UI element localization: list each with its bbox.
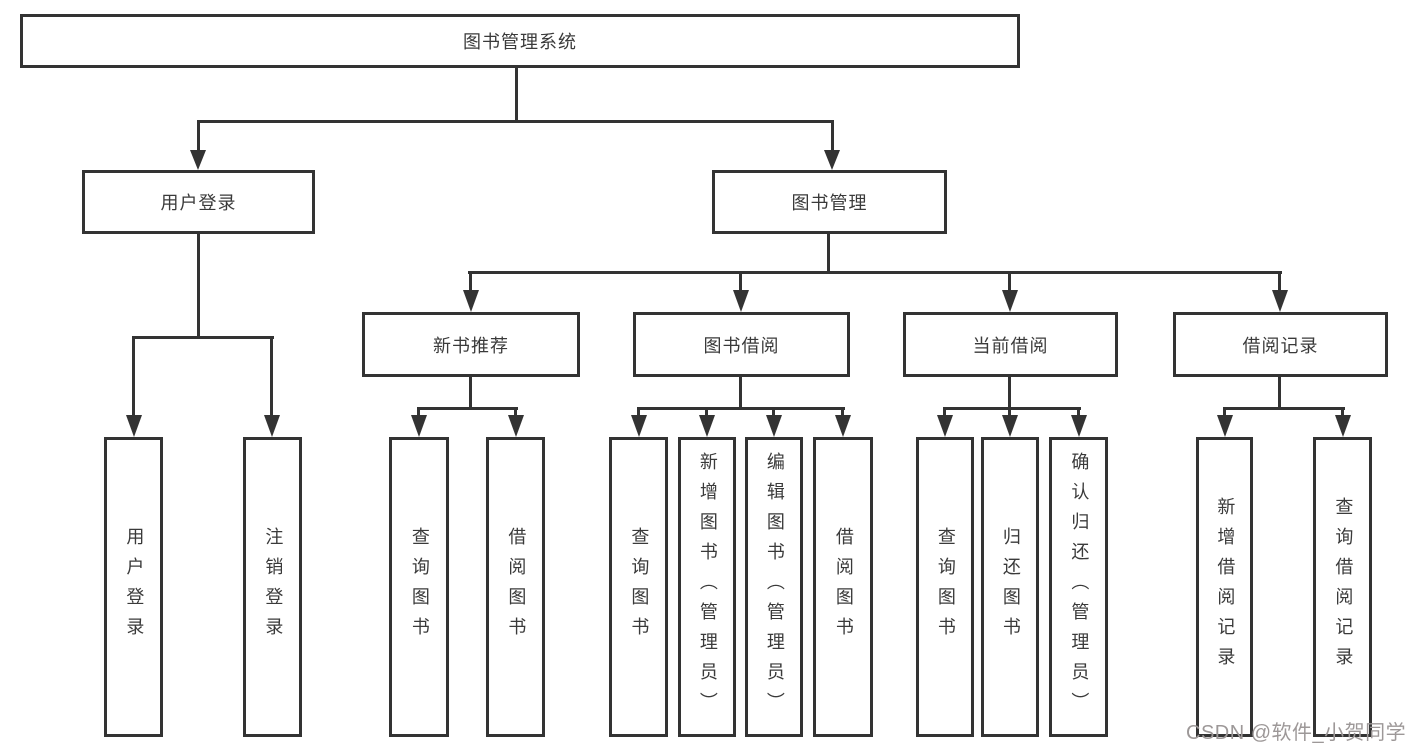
connector-stem <box>739 375 742 409</box>
connector-arrow-stem <box>943 407 946 417</box>
connector-root-stem <box>515 66 518 123</box>
arrowhead-icon <box>766 415 782 437</box>
node-book-management: 图书管理 <box>712 170 947 234</box>
leaf-edit-books-admin: 编辑图书（管理员） <box>745 437 803 737</box>
connector-arrow-stem <box>197 120 200 152</box>
connector-arrow-stem <box>132 336 135 417</box>
arrowhead-icon <box>824 150 840 170</box>
node-current-borrow-label: 当前借阅 <box>972 335 1049 356</box>
connector-stem <box>1278 375 1281 409</box>
leaf-query-books-1-label: 查询图书 <box>409 527 430 647</box>
connector-arrow-stem <box>1278 271 1281 293</box>
connector-bar <box>637 407 845 410</box>
connector-arrow-stem <box>1008 271 1011 293</box>
leaf-query-books-1: 查询图书 <box>389 437 449 737</box>
arrowhead-icon <box>835 415 851 437</box>
arrowhead-icon <box>264 415 280 437</box>
leaf-borrow-books-2: 借阅图书 <box>813 437 873 737</box>
node-book-management-label: 图书管理 <box>791 193 868 213</box>
node-user-login: 用户登录 <box>82 170 315 234</box>
watermark: CSDN @软件_小贺同学 <box>1186 722 1405 744</box>
connector-arrow-stem <box>1077 407 1080 417</box>
node-new-book-recommend: 新书推荐 <box>362 312 580 377</box>
node-new-book-recommend-label: 新书推荐 <box>433 335 509 356</box>
connector-user-login-stem <box>197 232 200 339</box>
node-book-borrow-label: 图书借阅 <box>703 335 780 356</box>
node-book-borrow: 图书借阅 <box>633 312 850 377</box>
arrowhead-icon <box>699 415 715 437</box>
connector-arrow-stem <box>841 407 844 417</box>
leaf-add-borrow-record-label: 新增借阅记录 <box>1215 497 1236 677</box>
arrowhead-icon <box>508 415 524 437</box>
arrowhead-icon <box>1002 415 1018 437</box>
leaf-user-login: 用户登录 <box>104 437 163 737</box>
leaf-confirm-return-admin: 确认归还（管理员） <box>1049 437 1108 737</box>
leaf-query-borrow-record-label: 查询借阅记录 <box>1333 497 1354 677</box>
connector-arrow-stem <box>417 407 420 417</box>
leaf-borrow-books-1-label: 借阅图书 <box>506 527 527 647</box>
leaf-query-books-3-label: 查询图书 <box>935 527 956 647</box>
leaf-add-borrow-record: 新增借阅记录 <box>1196 437 1253 737</box>
connector-arrow-stem <box>514 407 517 417</box>
root-node-label: 图书管理系统 <box>463 32 577 52</box>
leaf-query-books-2: 查询图书 <box>609 437 668 737</box>
arrowhead-icon <box>1272 290 1288 312</box>
leaf-return-books-label: 归还图书 <box>1000 527 1021 647</box>
connector-arrow-stem <box>772 407 775 417</box>
arrowhead-icon <box>1335 415 1351 437</box>
leaf-borrow-books-2-label: 借阅图书 <box>833 527 854 647</box>
leaf-edit-books-admin-label: 编辑图书（管理员） <box>764 452 785 722</box>
leaf-user-login-label: 用户登录 <box>124 527 145 647</box>
connector-book-mgmt-stem <box>827 232 830 274</box>
leaf-add-books-admin: 新增图书（管理员） <box>678 437 736 737</box>
connector-stem <box>1008 375 1011 409</box>
leaf-borrow-books-1: 借阅图书 <box>486 437 545 737</box>
leaf-add-books-admin-label: 新增图书（管理员） <box>697 452 718 722</box>
leaf-query-books-3: 查询图书 <box>916 437 974 737</box>
arrowhead-icon <box>1002 290 1018 312</box>
node-borrow-records: 借阅记录 <box>1173 312 1388 377</box>
connector-arrow-stem <box>831 120 834 152</box>
leaf-logout: 注销登录 <box>243 437 302 737</box>
leaf-logout-label: 注销登录 <box>263 527 284 647</box>
connector-arrow-stem <box>705 407 708 417</box>
connector-arrow-stem <box>1223 407 1226 417</box>
connector-bar <box>1223 407 1345 410</box>
arrowhead-icon <box>411 415 427 437</box>
leaf-confirm-return-admin-label: 确认归还（管理员） <box>1069 452 1090 722</box>
connector-arrow-stem <box>739 271 742 293</box>
node-borrow-records-label: 借阅记录 <box>1242 335 1319 356</box>
node-user-login-label: 用户登录 <box>160 193 237 213</box>
connector-stem <box>469 375 472 409</box>
connector-arrow-stem <box>469 271 472 293</box>
connector-arrow-stem <box>1341 407 1344 417</box>
arrowhead-icon <box>126 415 142 437</box>
node-current-borrow: 当前借阅 <box>903 312 1118 377</box>
connector-level1-bar <box>197 120 834 123</box>
connector-bar <box>943 407 1081 410</box>
leaf-query-books-2-label: 查询图书 <box>629 527 650 647</box>
connector-bar <box>417 407 518 410</box>
root-node: 图书管理系统 <box>20 14 1020 68</box>
arrowhead-icon <box>733 290 749 312</box>
arrowhead-icon <box>631 415 647 437</box>
arrowhead-icon <box>463 290 479 312</box>
connector-arrow-stem <box>637 407 640 417</box>
connector-arrow-stem <box>270 336 273 417</box>
arrowhead-icon <box>190 150 206 170</box>
connector-user-login-bar <box>132 336 274 339</box>
connector-arrow-stem <box>1008 407 1011 417</box>
arrowhead-icon <box>1071 415 1087 437</box>
arrowhead-icon <box>937 415 953 437</box>
leaf-return-books: 归还图书 <box>981 437 1039 737</box>
leaf-query-borrow-record: 查询借阅记录 <box>1313 437 1372 737</box>
connector-level2-bar <box>468 271 1282 274</box>
arrowhead-icon <box>1217 415 1233 437</box>
